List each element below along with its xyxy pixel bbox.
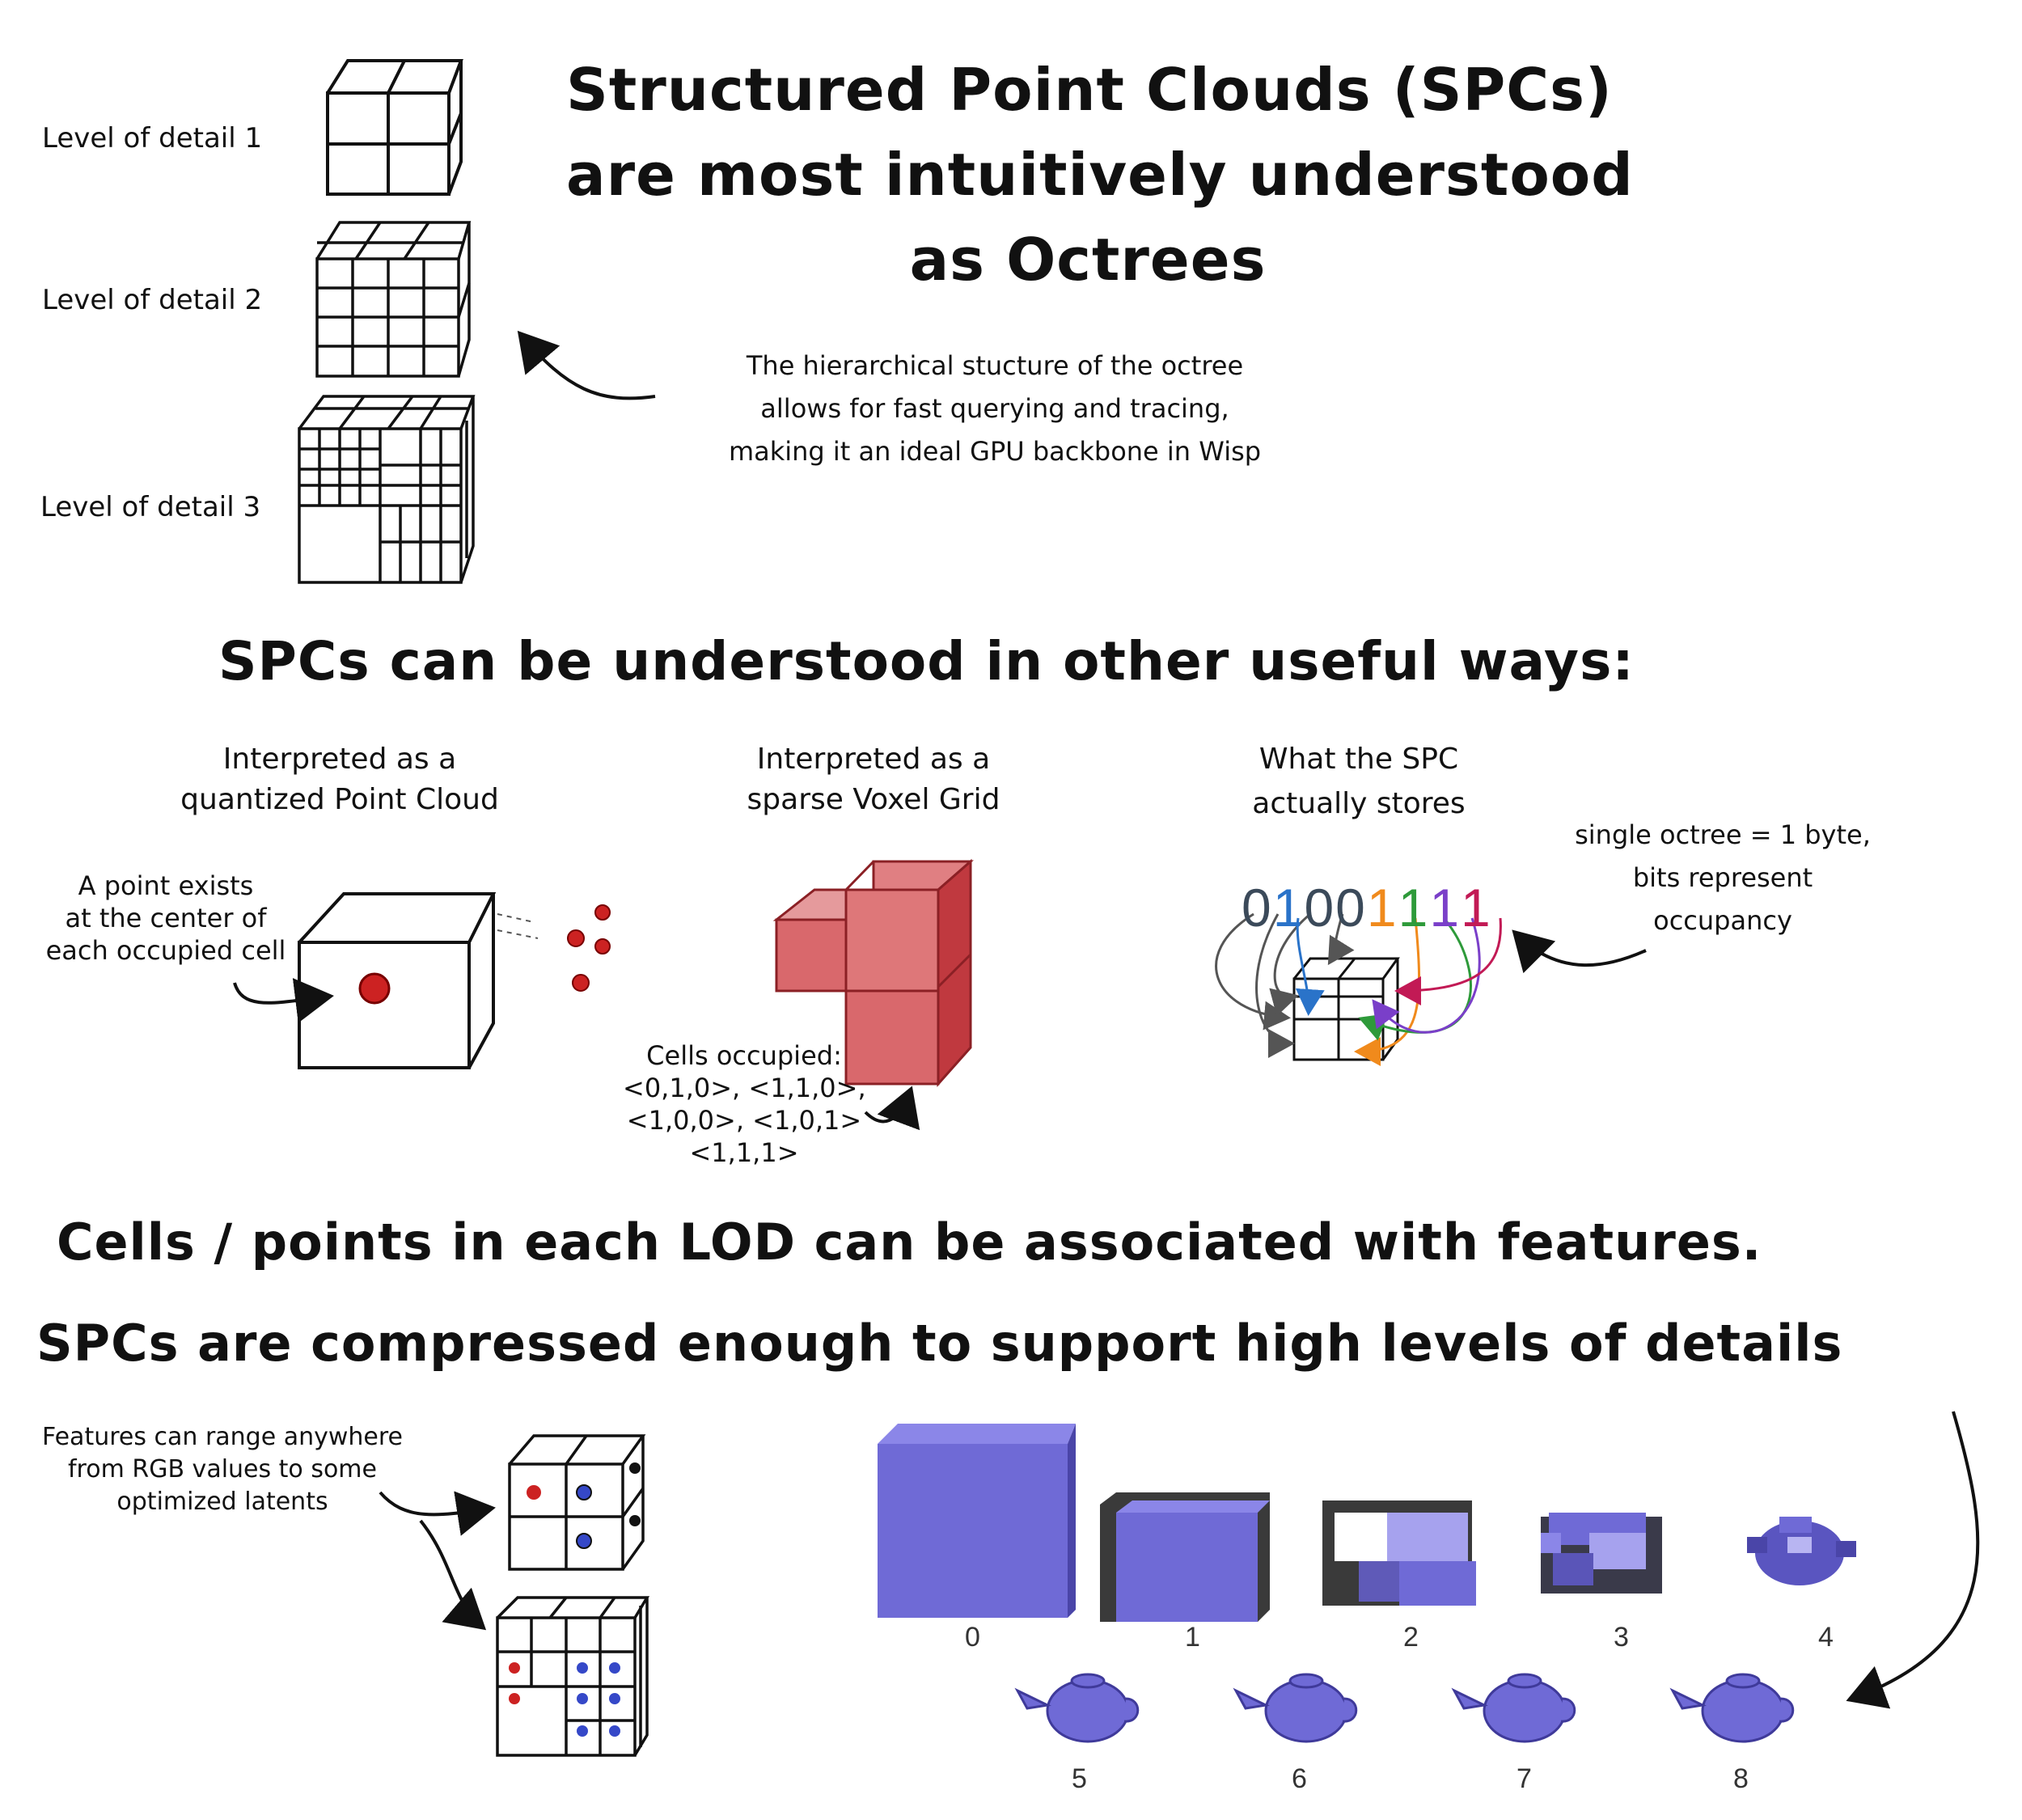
point-note-line3: each occupied cell bbox=[45, 935, 286, 966]
lod-render-teapots bbox=[1014, 1673, 1795, 1743]
occupancy-bits: 01001111 bbox=[1242, 878, 1492, 939]
hierarchy-note-line2: allows for fast querying and tracing, bbox=[760, 393, 1229, 424]
byte-note-line2: bits represent bbox=[1632, 862, 1813, 893]
lod-number-4: 4 bbox=[1818, 1622, 1834, 1653]
teapot-7 bbox=[1451, 1673, 1576, 1743]
byte-note-arrow bbox=[1512, 929, 1647, 974]
interp-point-cloud-line2: quantized Point Cloud bbox=[180, 783, 499, 816]
lod-number-0: 0 bbox=[965, 1622, 980, 1653]
bit-arrows bbox=[1215, 912, 1502, 1066]
lod-label-2: Level of detail 2 bbox=[42, 284, 263, 316]
bit-1: 1 bbox=[1272, 878, 1305, 938]
lod-render-1 bbox=[1100, 1492, 1270, 1622]
octree-lod3-cube bbox=[298, 395, 476, 584]
interp-stores-line1: What the SPC bbox=[1258, 743, 1459, 776]
bit-3: 0 bbox=[1335, 878, 1367, 938]
lod-render-0 bbox=[878, 1424, 1076, 1618]
lod-render-4 bbox=[1747, 1517, 1856, 1585]
high-lod-arrow bbox=[1846, 1411, 1980, 1709]
octree-lod2-cube bbox=[315, 221, 472, 378]
cells-occupied-line1: Cells occupied: bbox=[646, 1040, 842, 1071]
teapot-5 bbox=[1014, 1673, 1140, 1743]
byte-note-line3: occupancy bbox=[1653, 905, 1792, 936]
feature-cube-lod1 bbox=[508, 1434, 646, 1571]
feature-cube-lod2 bbox=[496, 1596, 650, 1757]
scattered-points bbox=[497, 904, 611, 992]
interp-voxel-line1: Interpreted as a bbox=[756, 743, 991, 776]
bit-0: 0 bbox=[1242, 878, 1273, 938]
lod-number-7: 7 bbox=[1516, 1763, 1532, 1794]
bit-5: 1 bbox=[1398, 878, 1430, 938]
octree-lod1-cube bbox=[326, 59, 463, 196]
feature-points-lod2 bbox=[509, 1662, 620, 1737]
main-title-line3: as Octrees bbox=[909, 226, 1267, 294]
teapot-6 bbox=[1233, 1673, 1358, 1743]
center-point bbox=[358, 972, 391, 1005]
interp-point-cloud-line1: Interpreted as a bbox=[222, 743, 457, 776]
hierarchy-note-line3: making it an ideal GPU backbone in Wisp bbox=[728, 436, 1262, 467]
lod-number-2: 2 bbox=[1403, 1622, 1419, 1653]
bit-4: 1 bbox=[1366, 878, 1398, 938]
point-cloud-cube bbox=[298, 892, 497, 1069]
point-note-arrow bbox=[233, 978, 334, 1023]
features-arrow-2 bbox=[419, 1519, 487, 1631]
interp-stores-line2: actually stores bbox=[1252, 787, 1466, 820]
bit-6: 1 bbox=[1429, 878, 1462, 938]
point-note-line1: A point exists bbox=[78, 870, 254, 901]
point-note-line2: at the center of bbox=[65, 903, 267, 933]
lod-label-3: Level of detail 3 bbox=[40, 491, 261, 523]
lod-label-1: Level of detail 1 bbox=[42, 122, 263, 154]
section3-line1: Cells / points in each LOD can be associ… bbox=[57, 1213, 1762, 1272]
teapot-8 bbox=[1669, 1673, 1795, 1743]
byte-note-line1: single octree = 1 byte, bbox=[1575, 819, 1871, 850]
bit-2: 0 bbox=[1304, 878, 1336, 938]
main-title-line1: Structured Point Clouds (SPCs) bbox=[566, 56, 1613, 124]
section2-heading: SPCs can be understood in other useful w… bbox=[218, 630, 1635, 692]
sparse-voxel-grid bbox=[772, 858, 974, 1087]
interp-voxel-line2: sparse Voxel Grid bbox=[747, 783, 1000, 816]
cells-occupied-line3: <1,0,0>, <1,0,1> bbox=[626, 1105, 862, 1136]
lod-number-6: 6 bbox=[1292, 1763, 1307, 1794]
bit-7: 1 bbox=[1461, 878, 1492, 938]
lod-render-2 bbox=[1322, 1500, 1476, 1606]
features-note-line1: Features can range anywhere bbox=[41, 1423, 403, 1451]
features-note-line3: optimized latents bbox=[116, 1488, 328, 1516]
cells-occupied-line4: <1,1,1> bbox=[689, 1137, 799, 1168]
lod-number-3: 3 bbox=[1614, 1622, 1629, 1653]
section3-line2: SPCs are compressed enough to support hi… bbox=[36, 1314, 1843, 1373]
feature-points-lod1 bbox=[527, 1462, 641, 1549]
features-arrow-1 bbox=[379, 1491, 496, 1536]
cells-occupied-line2: <0,1,0>, <1,1,0>, bbox=[623, 1073, 866, 1103]
lod-render-3 bbox=[1541, 1513, 1662, 1594]
hierarchy-note-line1: The hierarchical stucture of the octree bbox=[746, 350, 1244, 381]
lod-number-1: 1 bbox=[1185, 1622, 1200, 1653]
features-note-line2: from RGB values to some bbox=[68, 1455, 377, 1484]
main-title-line2: are most intuitively understood bbox=[566, 141, 1634, 209]
lod-number-5: 5 bbox=[1072, 1763, 1087, 1794]
hierarchy-arrow bbox=[517, 330, 656, 400]
cells-arrow bbox=[864, 1086, 920, 1131]
lod-number-8: 8 bbox=[1733, 1763, 1749, 1794]
